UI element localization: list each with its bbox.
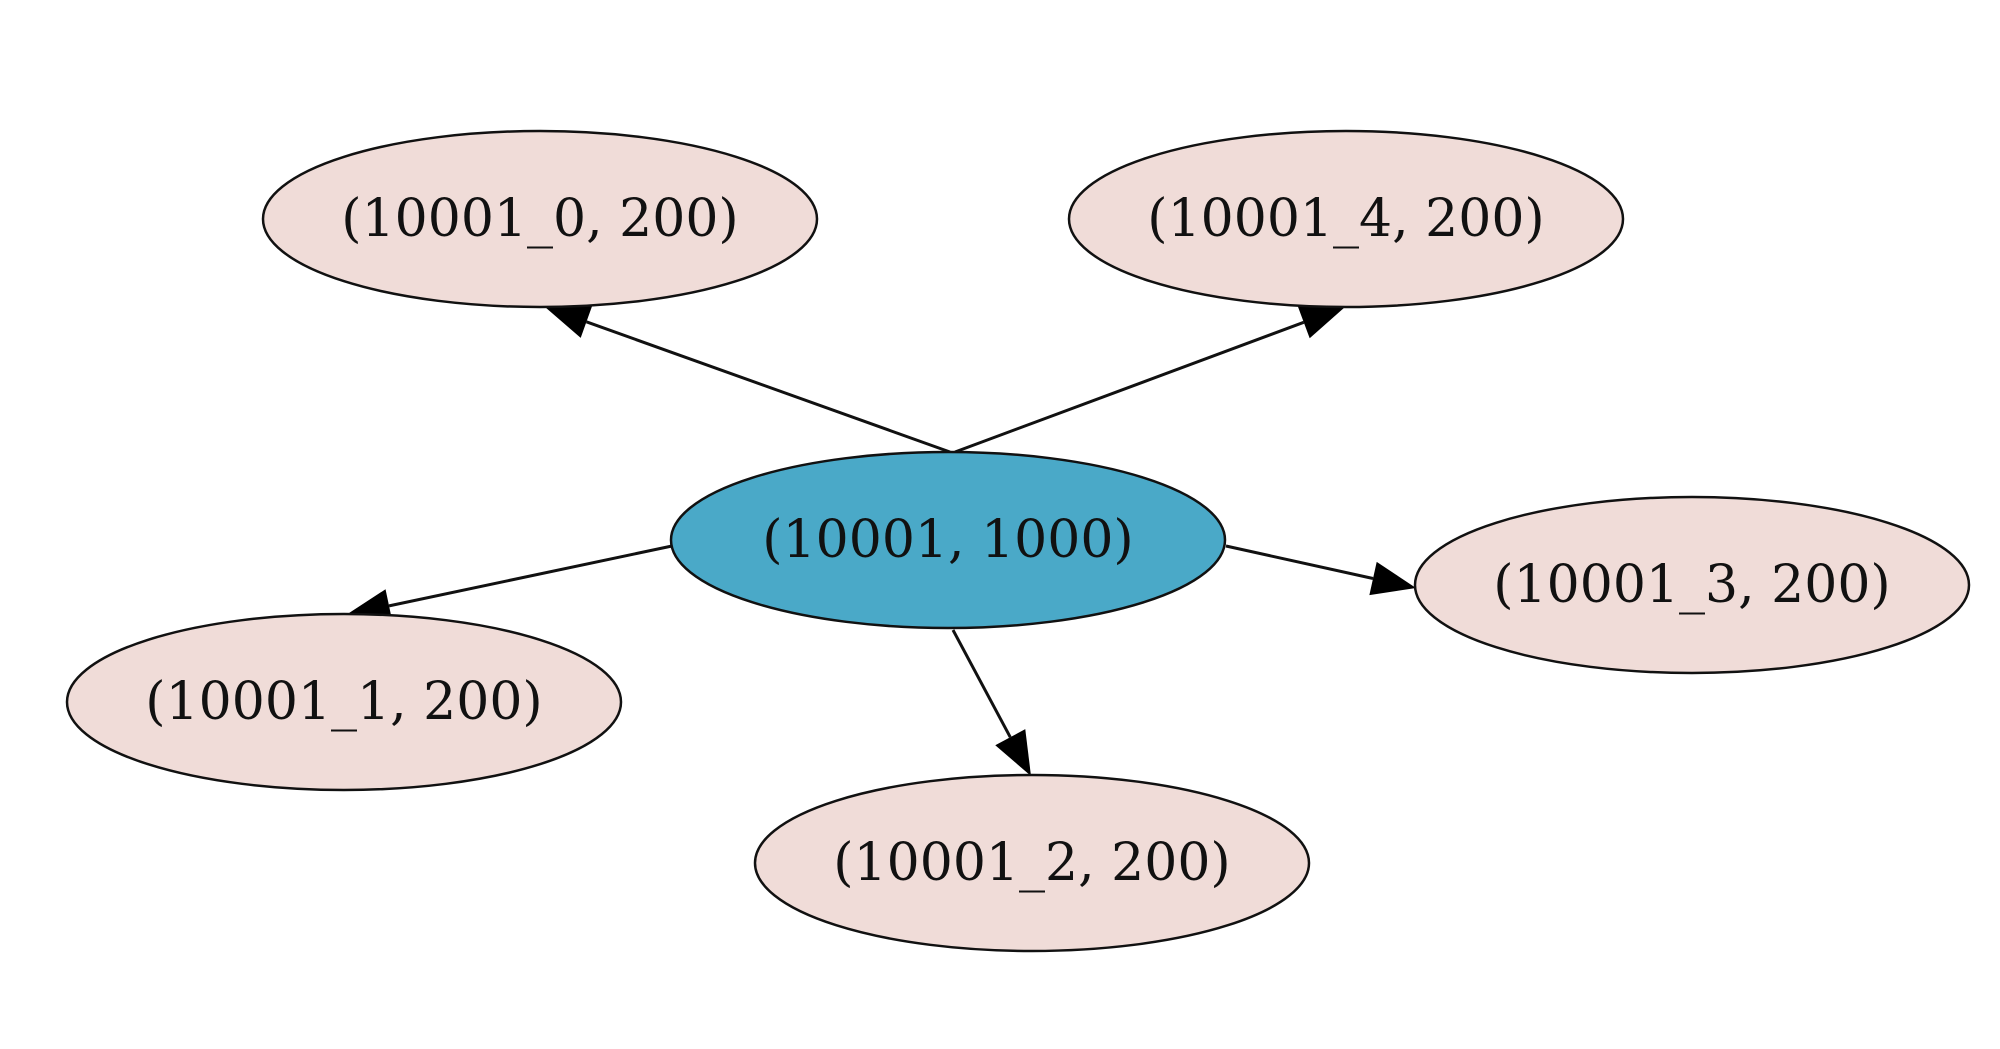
node-n1: (10001_1, 200) <box>65 612 623 792</box>
node-ellipse-n3 <box>1413 495 1971 675</box>
arrowhead-n4 <box>1297 306 1345 339</box>
node-label-n0: (10001_0, 200) <box>341 189 738 249</box>
edge-line-n1 <box>388 544 673 608</box>
edges-layer <box>346 305 1416 776</box>
node-center: (10001, 1000) <box>669 450 1227 630</box>
node-ellipse-n2 <box>753 773 1311 953</box>
node-n4: (10001_4, 200) <box>1067 129 1625 309</box>
node-ellipse-n4 <box>1067 129 1625 309</box>
arrowhead-n2 <box>995 729 1031 776</box>
arrowhead-n0 <box>545 305 593 338</box>
edge-line-n0 <box>585 320 951 454</box>
edge-line-n4 <box>954 320 1305 454</box>
edge-line-n2 <box>951 629 1012 738</box>
arrowhead-n3 <box>1369 561 1416 596</box>
node-ellipse-n1 <box>65 612 623 792</box>
node-label-n3: (10001_3, 200) <box>1493 555 1890 615</box>
node-n3: (10001_3, 200) <box>1413 495 1971 675</box>
edge-line-n3 <box>1225 544 1374 580</box>
node-ellipse-n0 <box>261 129 819 309</box>
node-label-n4: (10001_4, 200) <box>1147 189 1544 249</box>
node-n2: (10001_2, 200) <box>753 773 1311 953</box>
node-n0: (10001_0, 200) <box>261 129 819 309</box>
nodes-layer: (10001, 1000) (10001_0, 200) (10001_4, 200… <box>65 129 1971 953</box>
node-ellipse-center <box>669 450 1227 630</box>
node-label-n2: (10001_2, 200) <box>833 833 1230 893</box>
node-label-n1: (10001_1, 200) <box>145 672 542 732</box>
node-label-center: (10001, 1000) <box>762 510 1133 570</box>
